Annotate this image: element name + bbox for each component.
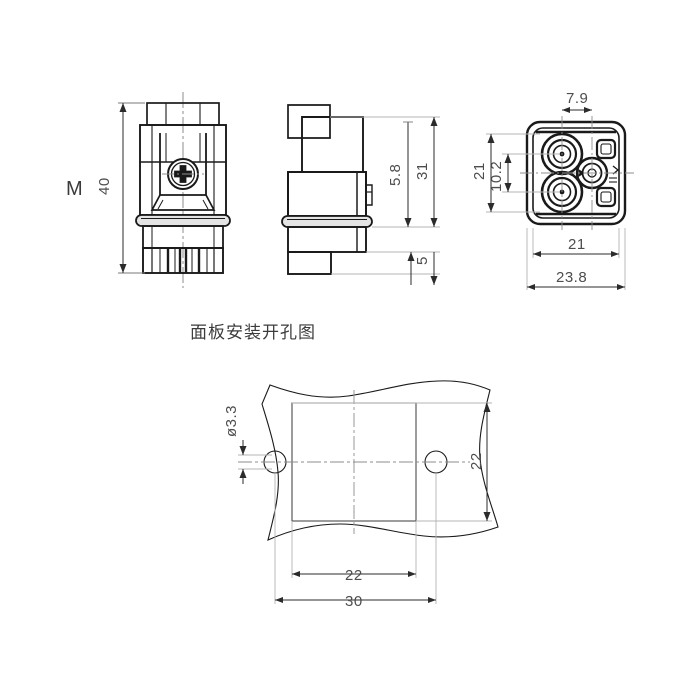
cutout-center-lines xyxy=(238,390,470,534)
panel-wavy-outline xyxy=(261,380,499,541)
dimension-label-cutout-30: 30 xyxy=(345,593,363,610)
contact-signal-lower-right xyxy=(595,186,617,208)
view-panel-cutout xyxy=(238,380,499,604)
view-side-elevation xyxy=(281,104,440,285)
dimension-label-side-31: 31 xyxy=(414,162,431,180)
dimension-label-face-10-2: 10.2 xyxy=(488,161,505,192)
side-main-body xyxy=(287,171,373,217)
front-knurled-base xyxy=(142,247,224,274)
side-lower-skirt xyxy=(287,226,367,275)
dimension-label-face-21-height: 21 xyxy=(471,162,488,180)
cutout-witness-lines xyxy=(238,402,492,604)
dimension-label-side-5-8: 5.8 xyxy=(387,164,404,186)
dimension-label-face-7-9: 7.9 xyxy=(566,90,588,107)
side-witness-lines xyxy=(330,116,440,275)
panel-cutout-caption: 面板安装开孔图 xyxy=(190,323,316,343)
dimension-side-5-8 xyxy=(403,121,413,227)
view-face xyxy=(486,107,634,290)
front-latch-pocket xyxy=(150,133,216,211)
dimension-side-5 xyxy=(407,252,438,285)
side-flange xyxy=(281,215,373,228)
side-gland-outline xyxy=(287,104,364,173)
face-center-lines xyxy=(520,116,634,230)
front-flange xyxy=(135,214,231,227)
dimension-front-40 xyxy=(118,102,145,274)
dimension-label-face-23-8: 23.8 xyxy=(556,269,587,286)
front-screw-head xyxy=(162,158,204,190)
view-front-elevation xyxy=(118,92,231,288)
dimension-label-cutout-hole-dia: ø3.3 xyxy=(223,405,240,437)
dimension-label-cutout-22-width: 22 xyxy=(345,567,363,584)
view-label-m: M xyxy=(66,178,83,200)
dimension-label-cutout-22-height: 22 xyxy=(468,452,485,470)
dimension-label-side-5: 5 xyxy=(414,256,431,265)
contact-signal-upper-right xyxy=(595,138,617,160)
dimension-label-face-21-width: 21 xyxy=(568,236,586,253)
dimension-label-front-40: 40 xyxy=(96,177,113,195)
